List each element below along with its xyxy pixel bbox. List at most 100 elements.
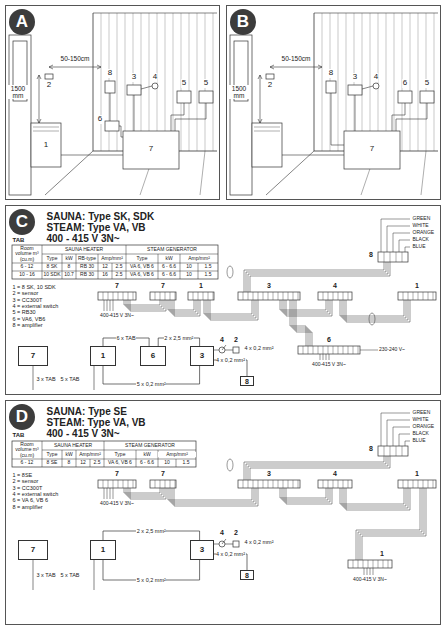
cable-wire <box>286 488 332 504</box>
terminal-divider <box>343 346 344 354</box>
text-label: 1 = 8SE <box>12 472 33 478</box>
terminal-divider <box>402 252 403 262</box>
terminal-divider <box>363 560 364 568</box>
terminal-divider <box>384 446 385 456</box>
text-label: kW <box>63 452 75 458</box>
text-label: 6 - 12 <box>13 264 41 270</box>
text-label: 5 <box>203 79 208 88</box>
cable-wire <box>346 300 410 322</box>
text-label: 12 <box>99 264 111 270</box>
terminal-strip <box>298 346 360 354</box>
terminal-divider <box>343 480 344 488</box>
colour-wire <box>405 441 410 446</box>
wire-line <box>225 350 233 351</box>
wall-plank <box>141 13 142 151</box>
wire-line <box>214 544 219 545</box>
text-label: 400-415 V 3N~ <box>312 362 347 368</box>
cable-mark <box>369 313 375 325</box>
cable-label: 5 x 0,2 mm² <box>136 381 166 387</box>
control-panel <box>348 85 362 95</box>
heater-slat <box>33 131 59 132</box>
terminal-divider <box>348 346 349 354</box>
text-label: TAB <box>12 237 25 244</box>
cable-line <box>94 366 95 390</box>
text-label: 2 <box>234 336 239 344</box>
wall-plank <box>101 13 102 151</box>
sauna-heater <box>31 123 61 167</box>
wire-line <box>355 95 356 131</box>
table-rule <box>42 450 196 451</box>
text-label: 4 x 0,2 mm² <box>244 539 274 545</box>
cable-label: 6 x TAB <box>116 335 136 341</box>
cable-label: 4 x 0,2 mm² <box>215 551 245 557</box>
cable-wire <box>280 488 326 498</box>
text-label: 1.5 <box>177 460 195 466</box>
cable-label: 2 x 2,5 mm² <box>164 335 194 341</box>
text-label: 2 <box>267 81 272 90</box>
text-label: 10 <box>181 264 197 270</box>
terminal-divider <box>343 292 344 300</box>
wire-line <box>119 126 123 137</box>
callout-number: 8 <box>245 378 249 385</box>
cable-wire <box>126 300 162 307</box>
text-label: Amp/mm² <box>77 452 103 458</box>
terminal-divider <box>408 292 409 300</box>
panel-letter: C <box>9 209 35 235</box>
colour-wire <box>381 219 410 252</box>
dimension-arrow <box>258 75 262 79</box>
text-label: kW <box>159 256 179 262</box>
terminal-divider <box>428 480 429 488</box>
terminal-divider <box>303 346 304 354</box>
wall-plank <box>434 13 435 151</box>
text-label: SAUNA: Type SK, SDK <box>46 211 155 222</box>
door <box>230 35 252 195</box>
text-label: STEAM GENERATOR <box>127 247 217 253</box>
dimension-line <box>39 75 40 123</box>
terminal-divider <box>128 480 129 488</box>
device-box: 7 <box>18 540 48 560</box>
callout-number: 1 <box>101 546 105 554</box>
amplifier-terminals <box>378 252 408 262</box>
text-label: 8 SK <box>43 264 61 270</box>
text-label: Amp/mm² <box>99 256 125 262</box>
power-unit <box>420 91 434 103</box>
terminal-divider <box>263 480 264 488</box>
terminal-divider <box>390 446 391 456</box>
terminal-divider <box>323 480 324 488</box>
terminal-divider <box>423 480 424 488</box>
terminal-divider <box>333 480 334 488</box>
text-label: BLACK <box>412 237 429 243</box>
text-label: 7 <box>161 470 166 478</box>
steam-generator <box>123 131 179 169</box>
cable-wire <box>356 488 420 560</box>
steam-generator <box>344 131 400 169</box>
text-label: 6 <box>97 115 102 124</box>
text-label: VA 6, VB 6 <box>105 460 135 466</box>
colour-wire <box>399 240 410 252</box>
text-label: 10 <box>159 460 175 466</box>
text-label: 8 <box>107 69 112 78</box>
terminal-divider <box>123 480 124 488</box>
text-label: 5 x TAB <box>60 572 80 578</box>
dimension-arrow <box>49 65 53 69</box>
cable-wire <box>292 300 308 346</box>
text-label: Amp/mm² <box>158 452 196 458</box>
text-label: 10 - 16 <box>13 272 41 278</box>
cable-wire <box>358 488 422 560</box>
wall-plank <box>354 13 355 151</box>
wire-line <box>331 93 344 145</box>
cable-wire <box>340 300 404 316</box>
text-label: 6 = VA 6, VB 6 <box>12 497 49 503</box>
text-label: RB-type <box>77 256 97 262</box>
terminal-divider <box>413 480 414 488</box>
terminal-divider <box>388 560 389 568</box>
terminal-divider <box>113 292 114 300</box>
terminal-divider <box>118 480 119 488</box>
cable-wire <box>168 488 252 500</box>
wall-outline <box>93 13 217 151</box>
text-label: 3 = CC300T <box>12 485 43 491</box>
terminal-divider <box>403 292 404 300</box>
terminal-divider <box>258 292 259 300</box>
terminal-divider <box>328 292 329 300</box>
terminal-divider <box>323 292 324 300</box>
